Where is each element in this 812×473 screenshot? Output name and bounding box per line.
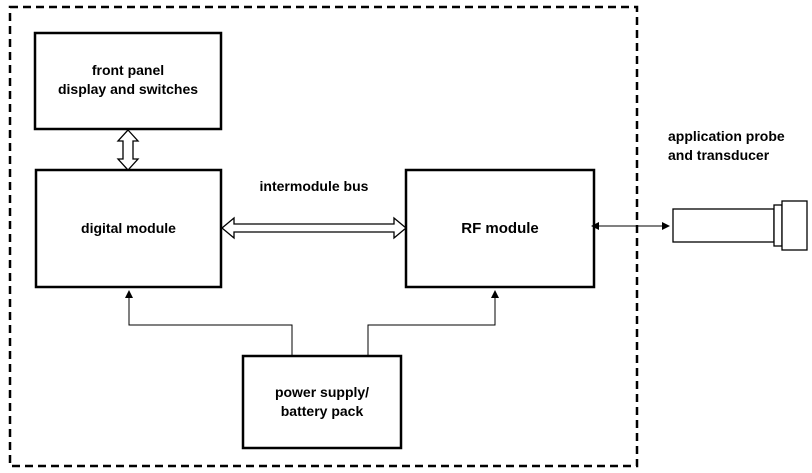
digital-module-label: digital module xyxy=(81,220,176,236)
power-supply-label-line1: power supply/ xyxy=(274,384,370,400)
power-line-rf xyxy=(367,290,499,356)
intermodule-bus-label: intermodule bus xyxy=(259,178,369,194)
front-panel-block xyxy=(33,31,223,131)
probe-label: application probe and transducer xyxy=(668,127,785,165)
power-supply-block xyxy=(241,354,403,450)
power-line-digital xyxy=(125,290,293,356)
probe-icon xyxy=(672,200,808,251)
power-supply-label-line2: battery pack xyxy=(280,403,364,419)
front-panel-bus-arrow xyxy=(116,129,140,171)
probe-label-line2: and transducer xyxy=(668,147,770,163)
instrument-enclosure xyxy=(8,5,639,468)
front-panel-label: front panel display and switches xyxy=(35,61,221,99)
front-panel-label-line1: front panel xyxy=(91,62,165,78)
intermodule-bus-arrow xyxy=(220,216,408,240)
digital-module-block xyxy=(34,168,223,289)
probe-label-line1: application probe xyxy=(668,128,785,144)
rf-module-label: RF module xyxy=(461,220,539,237)
front-panel-label-line2: display and switches xyxy=(57,81,199,97)
power-supply-label: power supply/ battery pack xyxy=(243,383,401,421)
